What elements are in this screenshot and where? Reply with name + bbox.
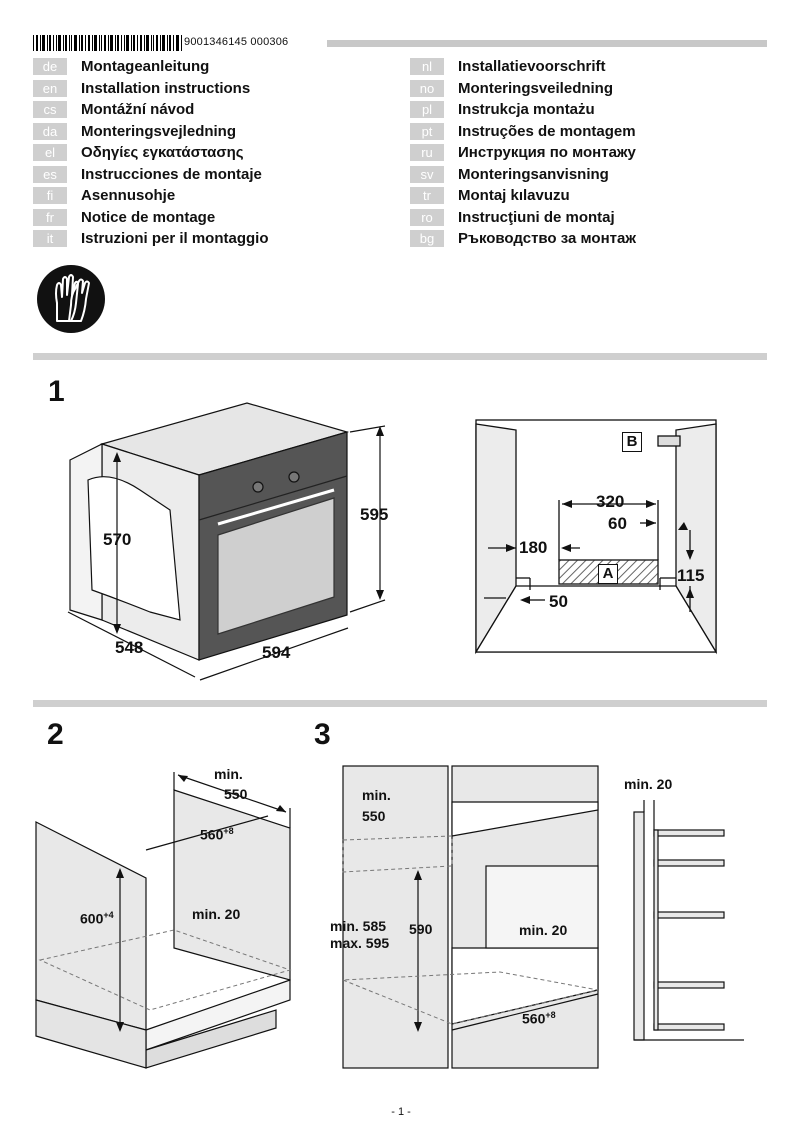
page-number: - 1 - (391, 1106, 411, 1118)
language-code: bg (410, 230, 444, 248)
language-code: pl (410, 101, 444, 119)
language-code: fr (33, 208, 67, 226)
language-title: Montážní návod (81, 101, 195, 119)
dim-height-595: 595 (360, 505, 389, 524)
barcode (33, 35, 183, 51)
document-code: 9001346145 000306 (184, 36, 289, 48)
language-title: Οδηγίες εγκατάστασης (81, 144, 244, 162)
dim-180: 180 (519, 538, 548, 557)
dim-560-value: 560 (522, 1010, 546, 1027)
label-min: min. (214, 766, 243, 782)
dim-590: 590 (409, 921, 433, 937)
language-title: Monteringsanvisning (458, 165, 609, 183)
language-title: Instruções de montagem (458, 122, 636, 140)
label-b: B (622, 432, 642, 452)
dim-width-594: 594 (262, 643, 291, 662)
dim-min-20-side: min. 20 (624, 776, 673, 792)
dim-50: 50 (549, 592, 568, 611)
language-row: bg Ръководство за монтаж (410, 228, 636, 250)
language-code: da (33, 122, 67, 140)
language-code: pt (410, 122, 444, 140)
dim-600-tolerance: +4 (103, 910, 114, 920)
language-title: Инструкция по монтажу (458, 144, 636, 162)
language-title: Istruzioni per il montaggio (81, 230, 269, 248)
language-row: sv Monteringsanvisning (410, 164, 636, 186)
language-row: el Οδηγίες εγκατάστασης (33, 142, 269, 164)
label-a: A (598, 564, 618, 584)
dim-550: 550 (224, 786, 248, 802)
language-code: de (33, 58, 67, 76)
dim-min-585: min. 585 (330, 918, 387, 934)
language-title: Notice de montage (81, 208, 216, 226)
dim-depth-548: 548 (115, 638, 144, 657)
language-list-right: nl Installatievoorschrift no Monteringsvei… (410, 56, 636, 250)
language-row: es Instrucciones de montaje (33, 164, 269, 186)
dim-height-570: 570 (103, 530, 132, 549)
language-title: Instrucţiuni de montaj (458, 208, 615, 226)
language-code: no (410, 79, 444, 97)
dim-560-value: 560 (200, 826, 224, 843)
language-row: fr Notice de montage (33, 207, 269, 229)
language-title: Instrucciones de montaje (81, 165, 262, 183)
language-row: ru Инструкция по монтажу (410, 142, 636, 164)
section-divider (33, 353, 767, 360)
dim-600: 600+4 (80, 910, 114, 927)
language-title: Monteringsvejledning (81, 122, 237, 140)
barcode-graphic (33, 35, 182, 51)
language-row: tr Montaj kılavuzu (410, 185, 636, 207)
language-row: pt Instruções de montagem (410, 121, 636, 143)
language-row: it Istruzioni per il montaggio (33, 228, 269, 250)
step-number: 1 (48, 375, 65, 408)
language-row: en Installation instructions (33, 78, 269, 100)
dim-560-tolerance: +8 (223, 826, 234, 836)
header-rule (327, 40, 767, 47)
language-row: ro Instrucţiuni de montaj (410, 207, 636, 229)
language-row: de Montageanleitung (33, 56, 269, 78)
dim-560: 560+8 (522, 1010, 556, 1027)
dim-min-20: min. 20 (192, 906, 241, 922)
language-row: pl Instrukcja montażu (410, 99, 636, 121)
language-code: nl (410, 58, 444, 76)
language-title: Installation instructions (81, 79, 251, 97)
language-title: Ръководство за монтаж (458, 230, 636, 248)
dim-600-value: 600 (80, 910, 104, 927)
dim-60: 60 (608, 514, 627, 533)
language-code: sv (410, 165, 444, 183)
language-code: en (33, 79, 67, 97)
language-title: Instrukcja montażu (458, 101, 595, 119)
language-title: Asennusohje (81, 187, 176, 205)
dim-560: 560+8 (200, 826, 234, 843)
language-list-left: de Montageanleitung en Installation instru… (33, 56, 269, 250)
language-title: Installatievoorschrift (458, 58, 606, 76)
dim-min-20: min. 20 (519, 922, 568, 938)
gloves-icon (35, 263, 107, 335)
dim-560-tolerance: +8 (545, 1010, 556, 1020)
language-row: no Monteringsveiledning (410, 78, 636, 100)
dim-550: 550 (362, 808, 386, 824)
step-number: 2 (47, 718, 64, 751)
label-min: min. (362, 787, 391, 803)
language-code: ro (410, 208, 444, 226)
language-row: da Monteringsvejledning (33, 121, 269, 143)
dim-320: 320 (596, 492, 625, 511)
language-title: Monteringsveiledning (458, 79, 614, 97)
language-code: tr (410, 187, 444, 205)
language-title: Montaj kılavuzu (458, 187, 570, 205)
language-code: fi (33, 187, 67, 205)
language-row: cs Montážní návod (33, 99, 269, 121)
step-number: 3 (314, 718, 331, 751)
language-code: el (33, 144, 67, 162)
language-code: it (33, 230, 67, 248)
section-divider (33, 700, 767, 707)
dim-max-595: max. 595 (330, 935, 390, 951)
language-code: es (33, 165, 67, 183)
language-code: ru (410, 144, 444, 162)
gloves-icon-graphic (37, 265, 105, 333)
language-code: cs (33, 101, 67, 119)
language-row: nl Installatievoorschrift (410, 56, 636, 78)
dim-115: 115 (677, 566, 705, 585)
language-title: Montageanleitung (81, 58, 210, 76)
language-row: fi Asennusohje (33, 185, 269, 207)
